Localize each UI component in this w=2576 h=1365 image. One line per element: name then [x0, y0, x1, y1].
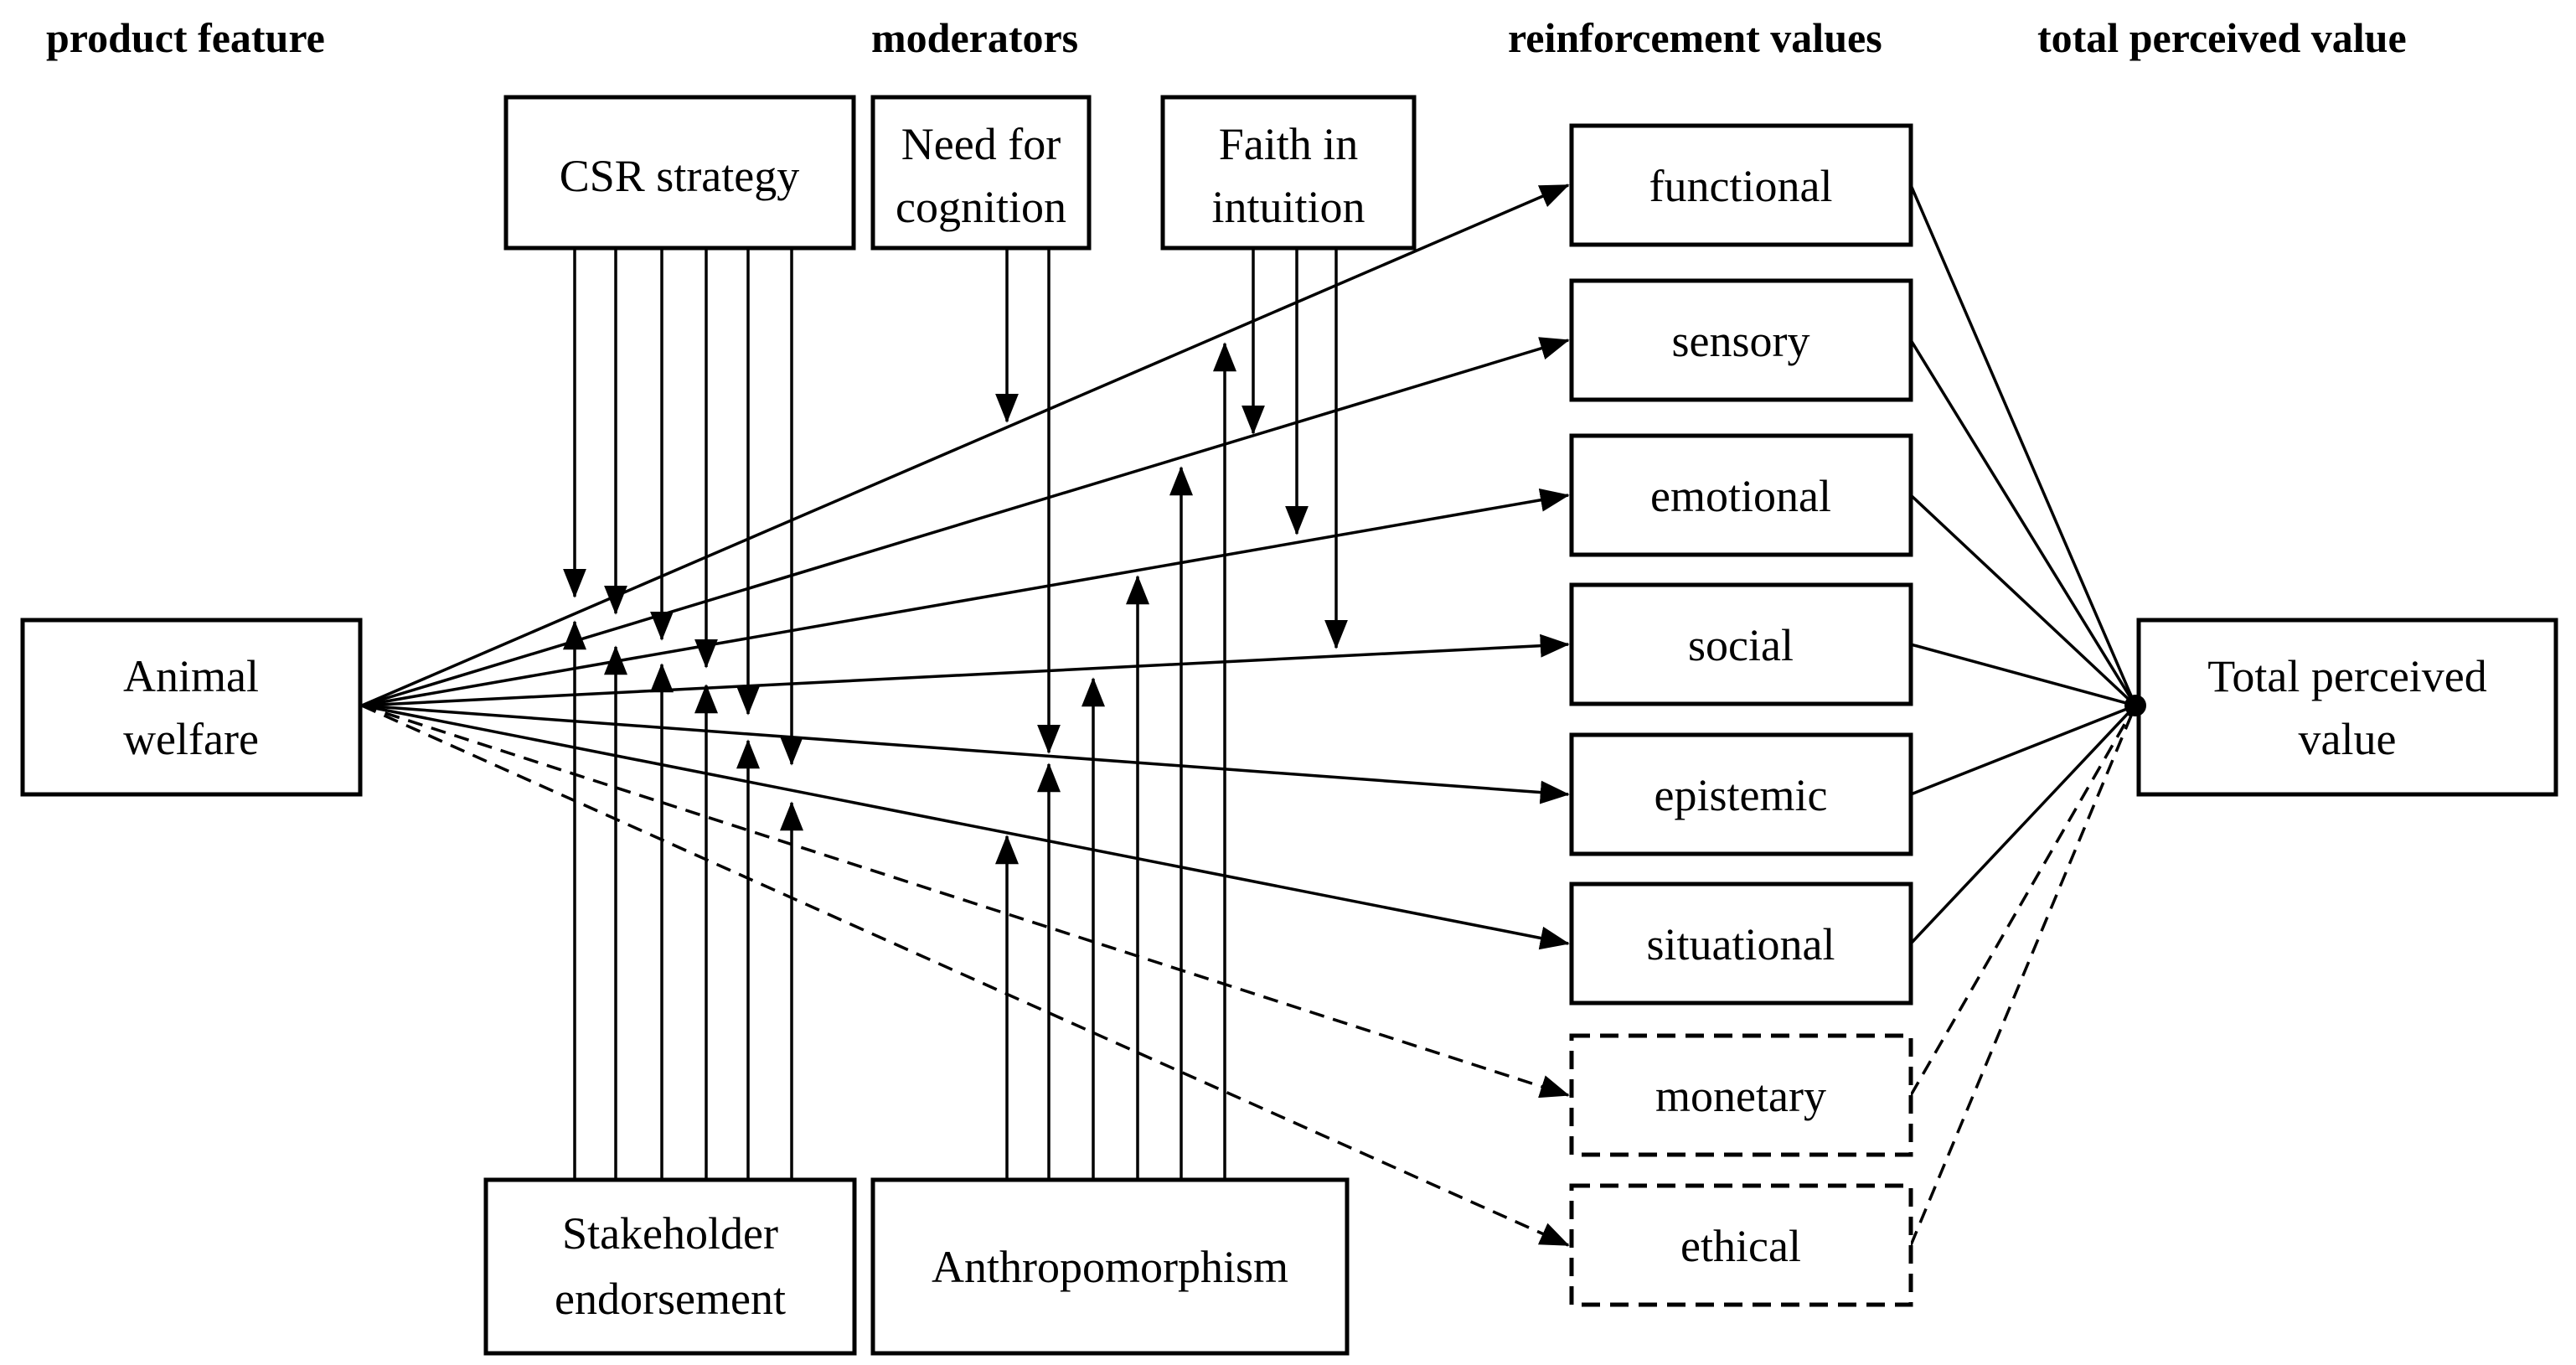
need-for-cognition-label-line1: Need for: [901, 119, 1061, 169]
reinforcement-value-nodes: functional sensory emotional social epis…: [1569, 123, 1913, 1307]
edge-animal-welfare-to-functional: [361, 184, 1570, 707]
edge-ethical-to-total: [1909, 705, 2137, 1246]
value-node-emotional: emotional: [1569, 433, 1913, 557]
header-moderators: moderators: [871, 14, 1078, 61]
animal-welfare-label-line2: welfare: [123, 714, 259, 764]
value-node-sensory: sensory: [1569, 278, 1913, 402]
value-label-epistemic: epistemic: [1655, 770, 1828, 820]
header-total-perceived-value: total perceived value: [2037, 14, 2407, 61]
edge-monetary-to-total: [1909, 705, 2137, 1096]
value-node-epistemic: epistemic: [1569, 732, 1913, 856]
value-node-social: social: [1569, 582, 1913, 706]
value-label-monetary: monetary: [1655, 1071, 1826, 1121]
edge-animal-welfare-to-sensory: [361, 337, 1570, 707]
value-label-emotional: emotional: [1650, 471, 1831, 521]
faith-in-intuition-label-line1: Faith in: [1219, 119, 1359, 169]
header-product-feature: product feature: [46, 14, 325, 61]
edge-sensory-to-total: [1909, 339, 2137, 706]
edge-situational-to-total: [1909, 704, 2137, 945]
total-perceived-value-label-line1: Total perceived: [2207, 651, 2487, 701]
total-perceived-value-label-line2: value: [2299, 714, 2397, 764]
anthropomorphism-label: Anthropomorphism: [932, 1242, 1288, 1292]
csr-strategy-label: CSR strategy: [560, 151, 800, 201]
edge-functional-to-total: [1909, 184, 2137, 706]
need-for-cognition-label-line2: cognition: [896, 182, 1066, 232]
value-label-functional: functional: [1649, 161, 1833, 211]
faith-in-intuition-node: Faith in intuition: [1160, 95, 1417, 251]
edge-animal-welfare-to-emotional: [361, 488, 1570, 707]
animal-welfare-label-line1: Animal: [123, 651, 259, 701]
value-node-functional: functional: [1569, 123, 1913, 247]
value-label-situational: situational: [1647, 919, 1835, 969]
edge-animal-welfare-to-situational: [361, 704, 1570, 950]
edge-emotional-to-total: [1909, 494, 2137, 707]
edge-animal-welfare-to-monetary: [361, 704, 1570, 1099]
edge-animal-welfare-to-epistemic: [361, 704, 1570, 804]
value-node-monetary: monetary: [1569, 1033, 1913, 1157]
edge-social-to-total: [1910, 643, 2136, 707]
csr-strategy-node: CSR strategy: [503, 95, 856, 251]
convergence-dot: [2124, 695, 2146, 716]
header-reinforcement-values: reinforcement values: [1508, 14, 1882, 61]
faith-in-intuition-label-line2: intuition: [1211, 182, 1365, 232]
animal-welfare-node: Animal welfare: [20, 618, 363, 797]
stakeholder-endorsement-node: Stakeholder endorsement: [483, 1177, 857, 1356]
edge-animal-welfare-to-social: [361, 633, 1570, 707]
stakeholder-endorsement-label-line1: Stakeholder: [562, 1208, 778, 1259]
anthropomorphism-node: Anthropomorphism: [870, 1177, 1350, 1356]
value-node-ethical: ethical: [1569, 1183, 1913, 1307]
value-node-situational: situational: [1569, 882, 1913, 1006]
need-for-cognition-node: Need for cognition: [870, 95, 1092, 251]
stakeholder-endorsement-label-line2: endorsement: [555, 1274, 786, 1324]
value-label-ethical: ethical: [1680, 1221, 1801, 1271]
total-perceived-value-node: Total perceived value: [2136, 618, 2558, 797]
value-label-sensory: sensory: [1672, 316, 1810, 366]
moderator-lines: [563, 250, 1348, 1178]
edge-epistemic-to-total: [1910, 704, 2136, 796]
edge-animal-welfare-to-ethical: [361, 704, 1570, 1247]
value-label-social: social: [1688, 620, 1794, 670]
